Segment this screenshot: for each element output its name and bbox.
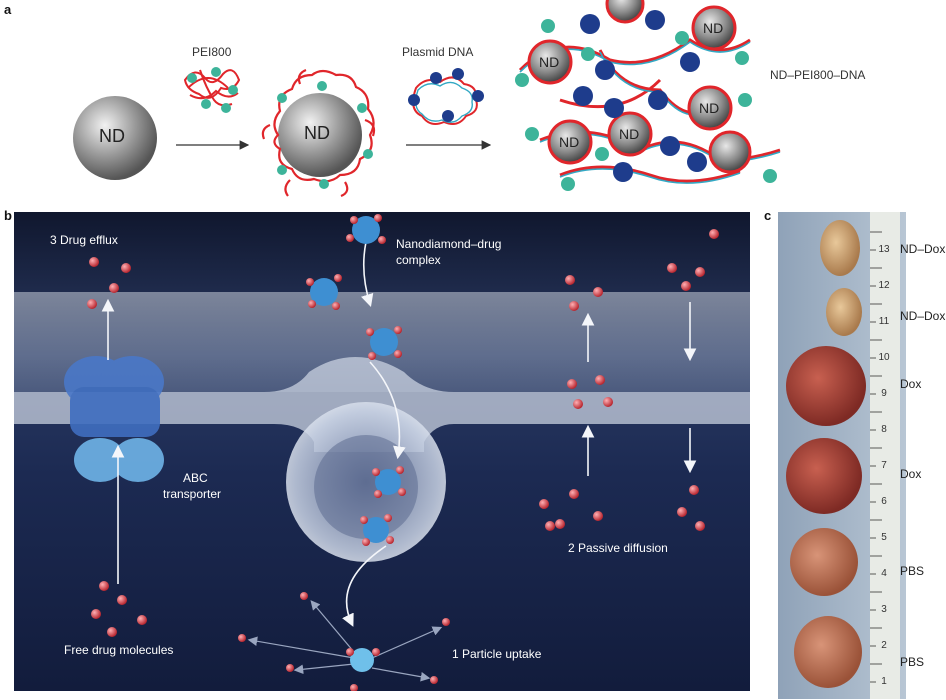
tumor-nd-dox-2 xyxy=(826,288,862,336)
free-drug-label: Free drug molecules xyxy=(64,643,174,657)
tumor-nd-dox-1 xyxy=(820,220,860,276)
tumor-dox-1 xyxy=(786,346,866,426)
nd-label-c4: ND xyxy=(619,126,640,142)
nd-pei-dna-network xyxy=(515,0,781,191)
abc-transporter xyxy=(64,356,164,482)
abc-label-1: ABC xyxy=(183,471,208,485)
cell-uptake-diagram xyxy=(14,212,750,691)
pei-coating xyxy=(261,68,376,198)
nd-label-c1: ND xyxy=(539,54,560,70)
pei-charges xyxy=(187,67,238,113)
tumor-label-2: ND–Dox xyxy=(900,309,946,323)
pei800-label: PEI800 xyxy=(192,45,232,59)
ruler-numbers: 13 12 11 10 9 8 7 6 5 4 3 2 1 xyxy=(878,244,890,687)
nd-label-c3: ND xyxy=(699,100,720,116)
panel-c-label: c xyxy=(764,208,772,223)
tumor-pbs-2 xyxy=(794,616,862,688)
nd-label-c5: ND xyxy=(559,134,580,150)
panel-a-diagram xyxy=(73,0,781,198)
nd-drug-complex-label-1: Nanodiamond–drug xyxy=(396,237,502,251)
nd-label-bare: ND xyxy=(99,126,125,146)
nd-drug-complex xyxy=(310,216,401,672)
plasmid-dna-label: Plasmid DNA xyxy=(402,45,474,59)
nd-drug-complex-label-2: complex xyxy=(396,253,441,267)
nd-pei800-dna-label: ND–PEI800–DNA xyxy=(770,68,866,82)
ruler xyxy=(870,212,900,699)
tumor-label-3: Dox xyxy=(900,377,922,391)
tumor-label-6: PBS xyxy=(900,655,925,669)
nd-label-coated: ND xyxy=(304,123,330,143)
tumor-label-1: ND–Dox xyxy=(900,242,946,256)
drug-efflux-label: 3 Drug efflux xyxy=(50,233,118,247)
plasmid-dna-icon xyxy=(408,68,484,125)
nd-label-c2: ND xyxy=(703,20,724,36)
nanodiamond-bare xyxy=(73,96,157,180)
tumor-photo xyxy=(778,212,906,699)
tumor-label-5: PBS xyxy=(900,564,925,578)
free-drug-molecules xyxy=(87,229,719,691)
panel-a-label: a xyxy=(4,2,12,17)
tumor-dox-2 xyxy=(786,438,862,514)
passive-diffusion-label: 2 Passive diffusion xyxy=(568,541,668,555)
abc-label-2: transporter xyxy=(163,487,222,501)
coating-charges xyxy=(277,81,373,189)
nanodiamond-coated xyxy=(278,93,362,177)
panel-b-label: b xyxy=(4,208,12,223)
tumor-pbs-1 xyxy=(790,528,858,596)
tumor-label-4: Dox xyxy=(900,467,922,481)
particle-uptake-label: 1 Particle uptake xyxy=(452,647,542,661)
